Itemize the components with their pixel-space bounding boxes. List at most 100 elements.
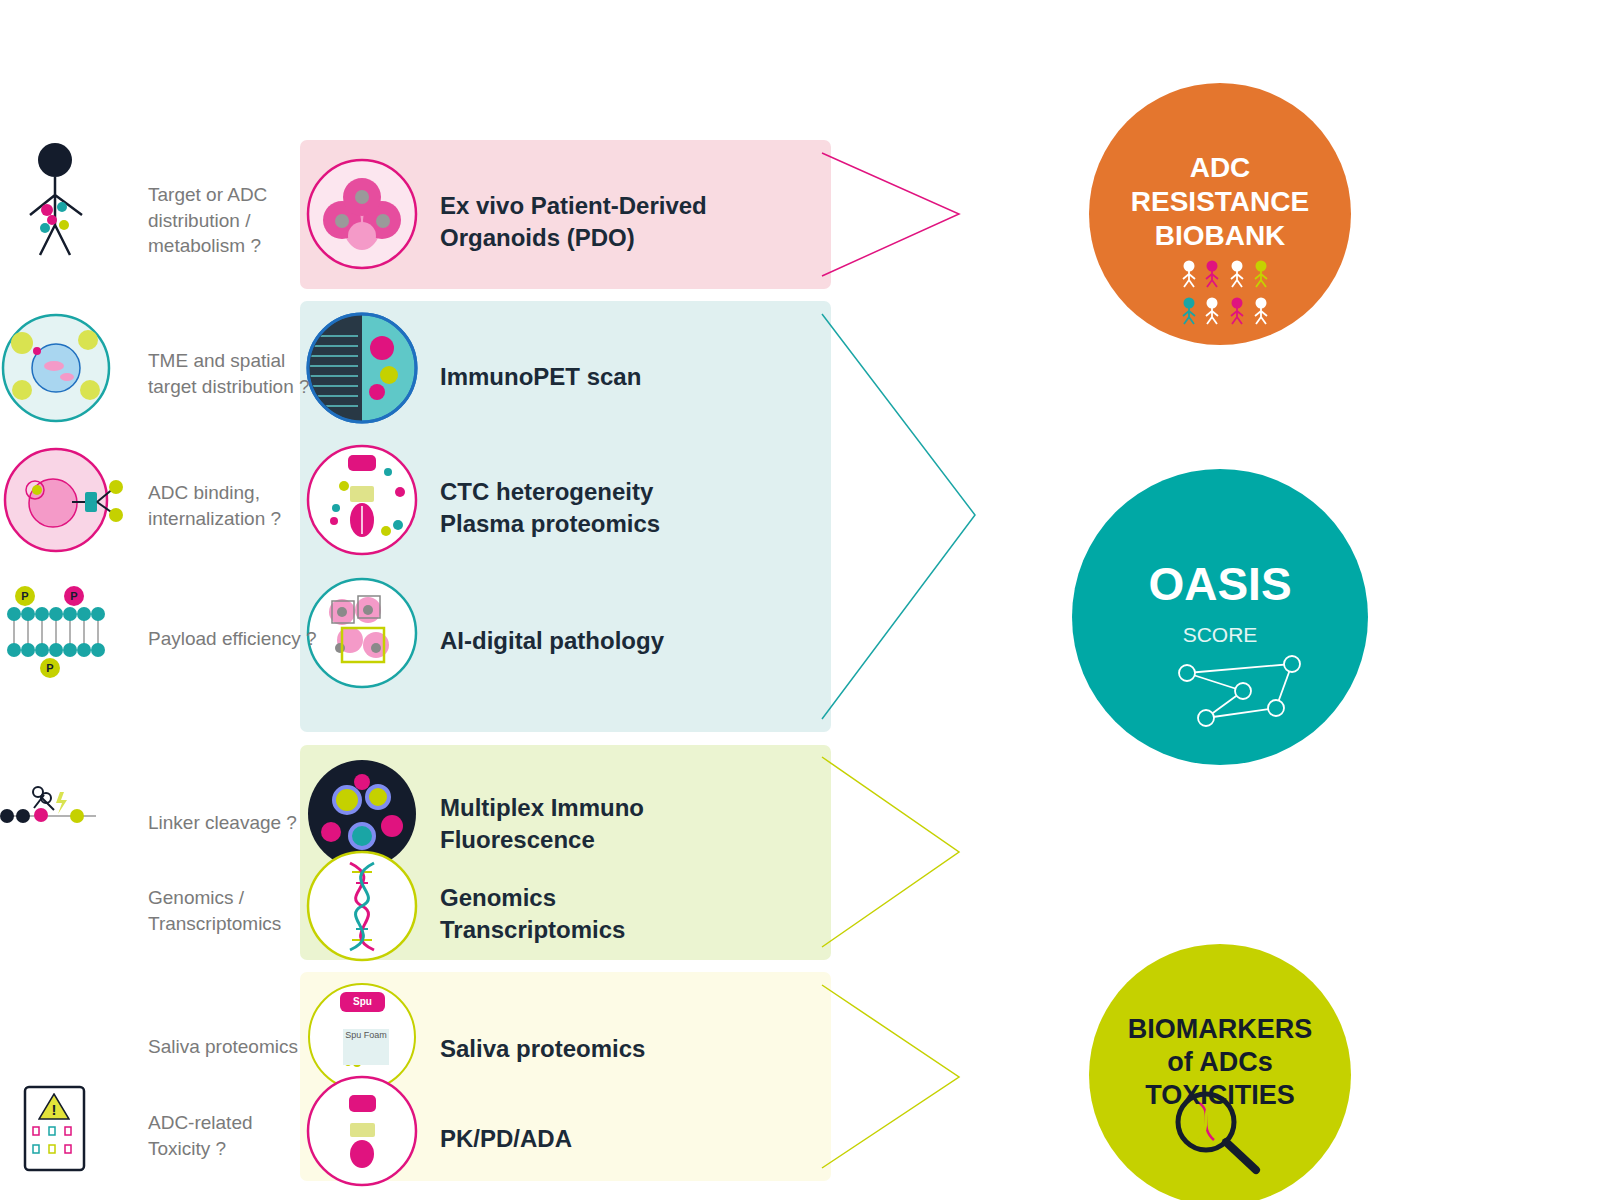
- patient-icon: [38, 143, 72, 177]
- linker-icon: [6, 815, 96, 817]
- membrane-icon: [91, 607, 105, 621]
- membrane-icon: [63, 607, 77, 621]
- node-text: OASIS: [1072, 557, 1368, 611]
- question-label: Genomics / Transcriptomics: [148, 885, 293, 936]
- binding-icon: [29, 479, 77, 527]
- toxicity-document-icon: [33, 1145, 39, 1153]
- membrane-icon: [27, 614, 29, 650]
- toxicity-document-icon: [65, 1127, 71, 1135]
- membrane-icon: [35, 643, 49, 657]
- question-label: Linker cleavage ?: [148, 810, 348, 836]
- band-chevron: [822, 985, 959, 1168]
- node-text: !: [38, 1101, 70, 1119]
- node-text: P: [64, 586, 84, 606]
- linker-icon: [33, 787, 43, 797]
- method-band: Ex vivo Patient-Derived Organoids (PDO): [300, 140, 831, 289]
- tme-icon: [33, 347, 41, 355]
- method-band: Multiplex Immuno FluorescenceGenomics Tr…: [300, 745, 831, 960]
- tme-icon: [12, 380, 32, 400]
- patient-icon: [41, 204, 53, 216]
- payload-badge: P: [64, 586, 84, 606]
- binding-icon: [109, 508, 123, 522]
- membrane-icon: [7, 643, 21, 657]
- tme-icon: [3, 315, 109, 421]
- membrane-icon: [21, 643, 35, 657]
- binding-icon: [97, 488, 114, 514]
- band-chevron: [822, 757, 959, 947]
- linker-icon: [0, 787, 96, 823]
- node-text: P: [40, 658, 60, 678]
- membrane-icon: [13, 614, 15, 650]
- membrane-icon: [69, 614, 71, 650]
- band-chevron: [822, 153, 959, 276]
- tme-icon: [32, 344, 80, 392]
- tme-icon: [44, 361, 64, 371]
- toxicity-document-icon: [49, 1145, 55, 1153]
- node-text: P: [15, 586, 35, 606]
- membrane-icon: [21, 607, 35, 621]
- question-label: Target or ADC distribution / metabolism …: [148, 182, 278, 259]
- saliva-icon-circle: SpuSpu Foam: [308, 983, 416, 1091]
- tme-icon: [80, 380, 100, 400]
- node-text: Saliva proteomics: [440, 1033, 770, 1065]
- linker-icon: [0, 809, 14, 823]
- node-text: CTC heterogeneity Plasma proteomics: [440, 476, 690, 540]
- membrane-icon: [41, 614, 43, 650]
- question-label: TME and spatial target distribution ?: [148, 348, 326, 399]
- node-text: ImmunoPET scan: [440, 361, 770, 393]
- linker-icon: [16, 809, 30, 823]
- method-band: Saliva proteomicsPK/PD/ADA SpuSpu Foam: [300, 972, 831, 1181]
- binding-icon: [5, 449, 123, 551]
- membrane-icon: [49, 643, 63, 657]
- patient-icon: [59, 220, 69, 230]
- node-text: Genomics Transcriptomics: [440, 882, 640, 946]
- membrane-icon: [63, 643, 77, 657]
- tme-icon: [3, 315, 109, 421]
- binding-icon: [72, 501, 86, 503]
- patient-icon: [40, 223, 50, 233]
- linker-icon: [56, 792, 67, 814]
- membrane-icon: [7, 607, 105, 657]
- question-label: Saliva proteomics: [148, 1034, 338, 1060]
- membrane-icon: [7, 607, 21, 621]
- linker-icon: [34, 808, 48, 822]
- patient-icon: [57, 202, 67, 212]
- node-text: ADC RESISTANCE BIOBANK: [1120, 151, 1320, 253]
- node-text: Multiplex Immuno Fluorescence: [440, 792, 680, 856]
- method-band: ImmunoPET scanCTC heterogeneity Plasma p…: [300, 301, 831, 732]
- node-text: Spu: [340, 992, 385, 1012]
- question-label: Payload efficiency ?: [148, 626, 348, 652]
- membrane-icon: [77, 607, 91, 621]
- binding-icon: [32, 485, 42, 495]
- linker-icon: [41, 793, 51, 803]
- node-text: BIOMARKERS of ADCs TOXICITIES: [1120, 1013, 1320, 1112]
- binding-icon: [26, 481, 44, 499]
- question-label: ADC-related Toxicity ?: [148, 1110, 266, 1161]
- membrane-icon: [49, 607, 63, 621]
- band-chevron: [822, 314, 975, 719]
- band-chevron: [822, 153, 975, 1168]
- binding-icon: [85, 492, 97, 512]
- membrane-icon: [35, 607, 49, 621]
- node-text: SCORE: [1072, 623, 1368, 647]
- linker-icon: [70, 809, 84, 823]
- membrane-icon: [14, 614, 98, 650]
- tme-icon: [60, 373, 74, 381]
- membrane-icon: [97, 614, 99, 650]
- patient-icon: [47, 215, 57, 225]
- patient-icon: [30, 177, 82, 255]
- node-text: Spu Foam: [343, 1029, 389, 1065]
- triangle-shape: [39, 1094, 69, 1119]
- warning-triangle: !: [38, 1093, 70, 1120]
- node-text: PK/PD/ADA: [440, 1123, 770, 1155]
- toxicity-circle: BIOMARKERS of ADCs TOXICITIES: [1089, 944, 1351, 1200]
- binding-icon: [109, 480, 123, 494]
- toxicity-document-icon: [25, 1087, 84, 1170]
- membrane-icon: [77, 643, 91, 657]
- toxicity-document-icon: [33, 1127, 39, 1135]
- question-label: ADC binding, internalization ?: [148, 480, 298, 531]
- biobank-circle: ADC RESISTANCE BIOBANK: [1089, 83, 1351, 345]
- node-text: Ex vivo Patient-Derived Organoids (PDO): [440, 190, 770, 254]
- score-circle: OASIS SCORE: [1072, 469, 1368, 765]
